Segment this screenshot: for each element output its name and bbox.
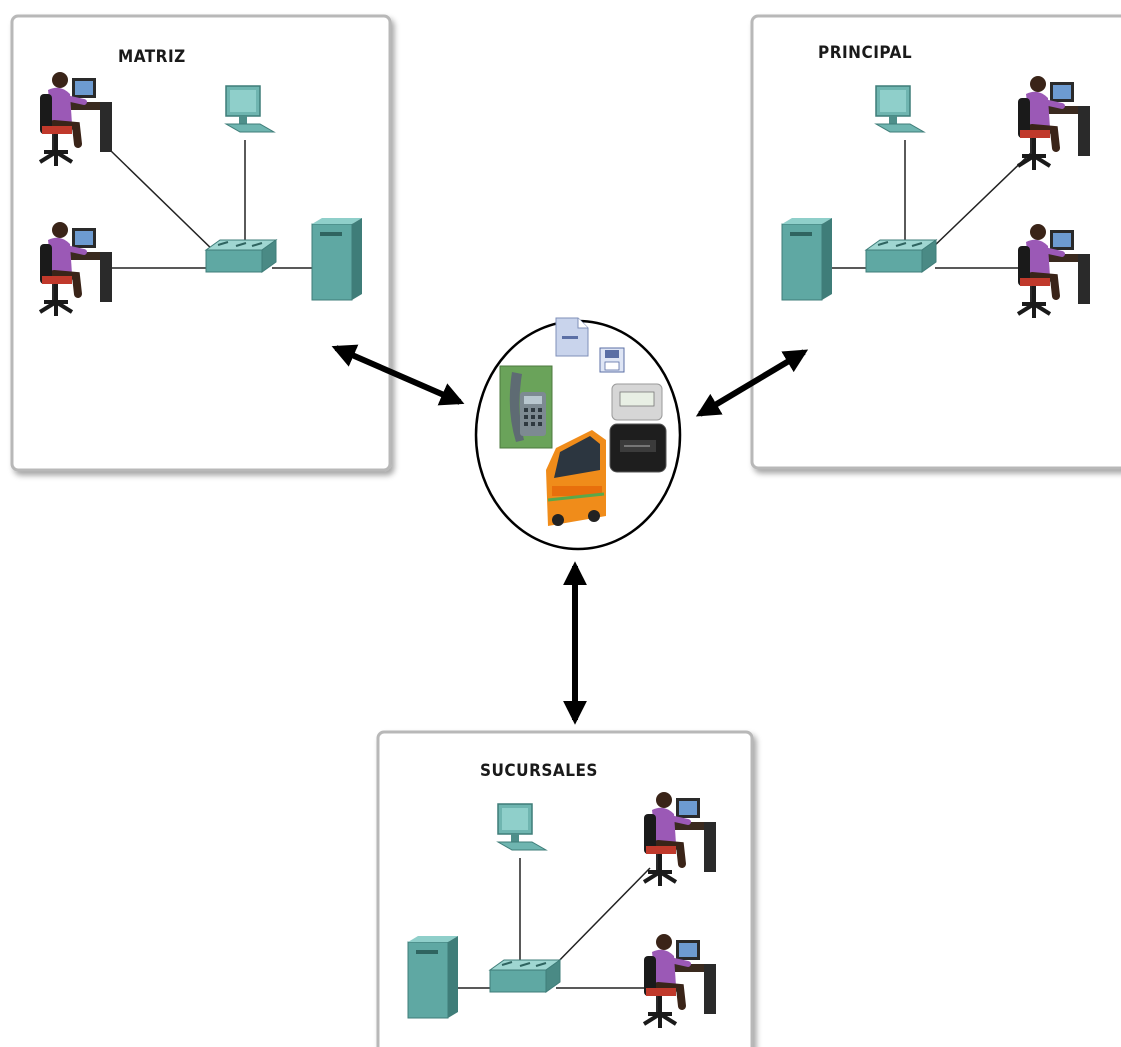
- server-icon: [311, 217, 363, 301]
- document-icon: [555, 317, 589, 357]
- network-switch-icon: [205, 239, 277, 273]
- link-line: [109, 149, 219, 256]
- bus-icon: [546, 430, 606, 526]
- site-matriz: MATRIZ: [10, 14, 392, 472]
- network-switch-icon: [489, 959, 561, 993]
- link-line: [929, 149, 1035, 251]
- arrow-principal-hub: [695, 349, 809, 417]
- link-line: [547, 867, 651, 973]
- arrow-matriz-hub: [331, 344, 465, 406]
- pager-icon: [611, 383, 663, 421]
- connection-arrows: [331, 344, 809, 725]
- site-principal: PRINCIPAL: [750, 14, 1121, 470]
- gps-tracker-icon: [609, 423, 667, 473]
- site-principal-label: PRINCIPAL: [818, 43, 912, 63]
- site-sucursales-label: SUCURSALES: [480, 761, 598, 781]
- central-hub: [474, 317, 682, 551]
- site-sucursales: SUCURSALES: [376, 730, 754, 1047]
- ip-phone-icon: [499, 365, 553, 449]
- server-icon: [781, 217, 833, 301]
- network-switch-icon: [865, 239, 937, 273]
- site-matriz-label: MATRIZ: [118, 47, 186, 67]
- server-icon: [407, 935, 459, 1019]
- floppy-disk-icon: [599, 347, 625, 373]
